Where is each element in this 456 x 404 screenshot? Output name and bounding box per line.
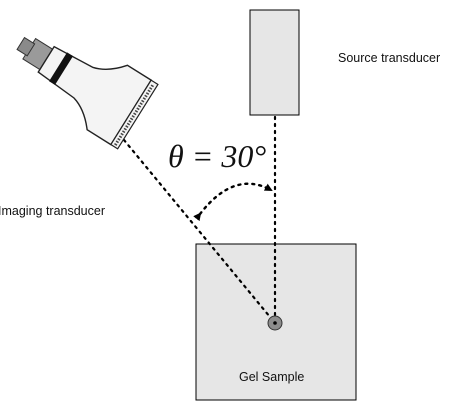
angle-arc [193,182,273,222]
source-transducer-label: Source transducer [338,51,440,65]
gel-sample-label: Gel Sample [239,370,304,384]
source-transducer-box [249,9,300,116]
imaging-beam-line [122,138,272,319]
ultrasound-probe-icon [16,36,159,150]
angle-label: θ = 30° [168,138,266,174]
focal-point-center [273,321,277,325]
imaging-transducer-label: Imaging transducer [0,204,105,218]
